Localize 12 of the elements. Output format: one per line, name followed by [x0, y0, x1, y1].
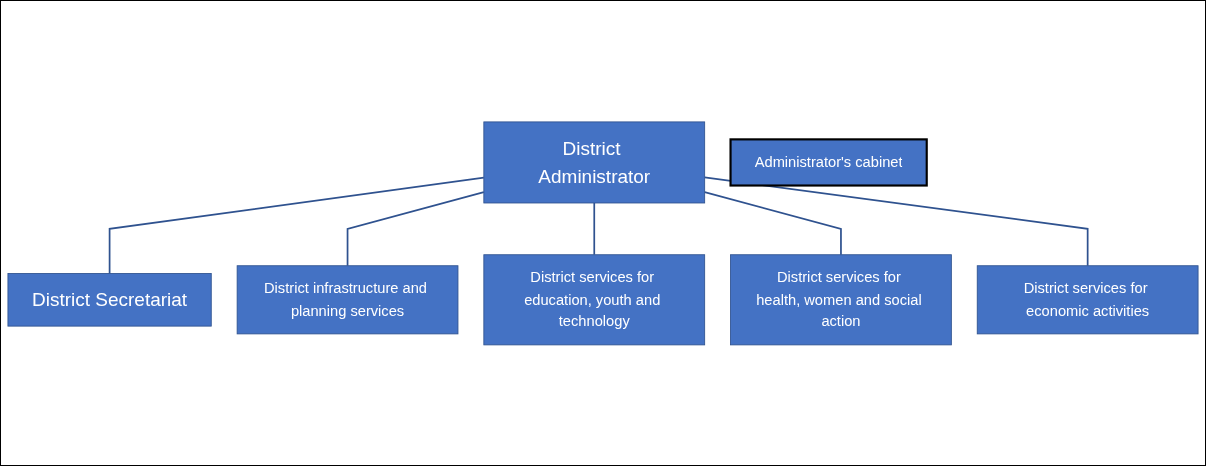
- connector: [703, 190, 842, 256]
- node-box: District services for education, youth and technology: [483, 253, 706, 345]
- connector: [703, 176, 1089, 267]
- node-box: District services for health, women and social action: [730, 253, 952, 345]
- node-box: District Secretariat: [7, 272, 212, 327]
- connector: [593, 201, 596, 256]
- node-box: District infrastructure and planning services: [236, 264, 459, 334]
- connector: [108, 176, 485, 274]
- node-box: District Administrator: [483, 121, 706, 203]
- node-box: Administrator's cabinet: [729, 137, 928, 187]
- node-box: District services for economic activities: [976, 264, 1199, 334]
- connector: [346, 190, 485, 267]
